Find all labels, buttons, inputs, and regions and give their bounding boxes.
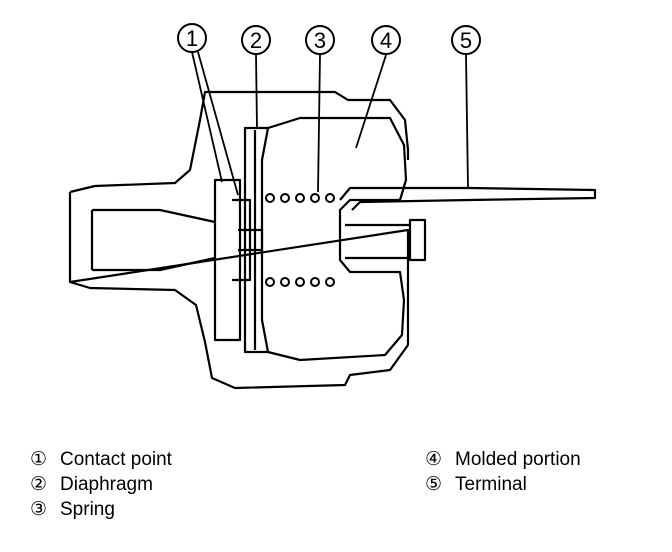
legend-label: Terminal — [455, 474, 527, 495]
callout-3: 3 — [305, 25, 335, 55]
callout-2-number: 2 — [250, 28, 262, 53]
pressure-switch-diagram: 1 2 3 4 5 — [68, 23, 597, 390]
callout-4-number: 4 — [380, 28, 392, 53]
legend-item-contact-point: ① Contact point — [30, 447, 172, 472]
callout-5: 5 — [451, 25, 481, 55]
inner-housing — [213, 178, 242, 342]
spring — [265, 193, 335, 287]
callout-3-number: 3 — [314, 28, 326, 53]
legend-item-spring: ③ Spring — [30, 497, 172, 522]
hex-fitting — [68, 90, 410, 390]
legend-item-terminal: ⑤ Terminal — [425, 472, 581, 497]
legend-left: ① Contact point ② Diaphragm ③ Spring — [30, 447, 172, 522]
callout-1-number: 1 — [186, 26, 198, 51]
terminal — [339, 186, 597, 262]
legend-label: Molded portion — [455, 449, 581, 470]
legend-symbol: ⑤ — [425, 473, 443, 495]
legend-symbol: ③ — [30, 498, 48, 520]
contact-point — [232, 198, 264, 282]
legend-item-molded-portion: ④ Molded portion — [425, 447, 581, 472]
legend-right: ④ Molded portion ⑤ Terminal — [425, 447, 581, 497]
leader-lines — [191, 51, 469, 196]
legend-symbol: ① — [30, 448, 48, 470]
diaphragm — [243, 126, 270, 354]
threaded-stem — [68, 192, 216, 282]
callout-1: 1 — [177, 23, 207, 53]
legend-label: Contact point — [60, 449, 172, 470]
molded-portion — [267, 116, 408, 362]
legend-item-diaphragm: ② Diaphragm — [30, 472, 172, 497]
callout-2: 2 — [241, 25, 271, 55]
legend-label: Spring — [60, 499, 115, 520]
callout-markers: 1 2 3 4 5 — [177, 23, 481, 55]
legend-symbol: ④ — [425, 448, 443, 470]
callout-5-number: 5 — [460, 28, 472, 53]
callout-4: 4 — [371, 25, 401, 55]
legend-label: Diaphragm — [60, 474, 153, 495]
legend-symbol: ② — [30, 473, 48, 495]
